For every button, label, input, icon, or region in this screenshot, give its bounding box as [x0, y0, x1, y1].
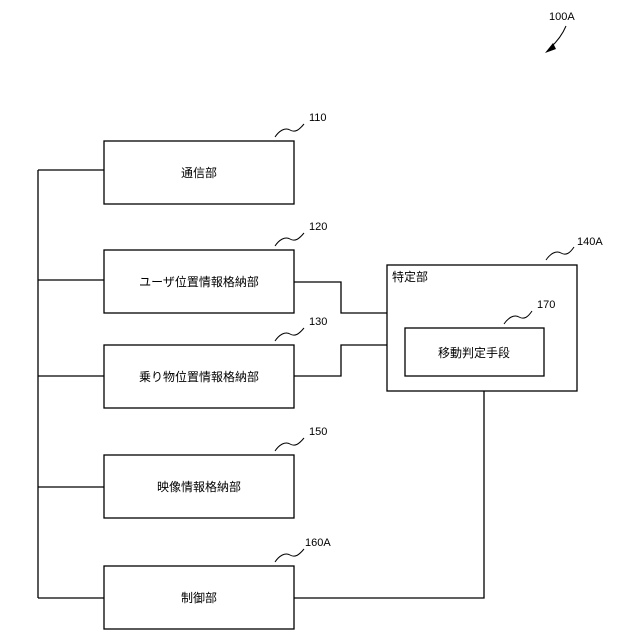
figure-ref-arrowhead: [545, 43, 556, 53]
ref-leader-user-position-storage: [275, 233, 304, 246]
block-vehicle-position-storage: 乗り物位置情報格納部: [104, 345, 294, 408]
block-video-storage: 映像情報格納部: [104, 455, 294, 518]
block-video-storage-label: 映像情報格納部: [157, 479, 241, 494]
block-identification-label: 特定部: [392, 269, 428, 284]
block-communication-label: 通信部: [181, 165, 217, 180]
block-movement-judgment-label: 移動判定手段: [438, 345, 510, 360]
ref-leader-control: [275, 549, 304, 562]
ref-label-user-position-storage: 120: [309, 221, 327, 233]
ref-leader-vehicle-position-storage: [275, 328, 304, 341]
block-movement-judgment: 移動判定手段: [405, 328, 544, 376]
ref-label-communication: 110: [309, 112, 327, 124]
ref-label-vehicle-position-storage: 130: [309, 316, 327, 328]
ref-label-video-storage: 150: [309, 426, 327, 438]
ref-leader-communication: [275, 124, 304, 137]
ref-leader-identification: [546, 247, 574, 260]
link-identification-to-control: [294, 391, 484, 598]
block-user-position-storage: ユーザ位置情報格納部: [104, 250, 294, 313]
block-communication: 通信部: [104, 141, 294, 204]
ref-label-movement-judgment: 170: [537, 299, 555, 311]
block-user-position-storage-label: ユーザ位置情報格納部: [139, 274, 259, 289]
block-control: 制御部: [104, 566, 294, 629]
link-user-to-identification: [294, 282, 387, 313]
ref-leader-video-storage: [275, 438, 304, 451]
block-control-label: 制御部: [181, 590, 217, 605]
ref-label-control: 160A: [305, 537, 331, 549]
link-vehicle-to-identification: [294, 345, 387, 376]
figure-ref-label: 100A: [549, 11, 575, 23]
block-vehicle-position-storage-label: 乗り物位置情報格納部: [139, 369, 259, 384]
ref-label-identification: 140A: [577, 236, 603, 248]
